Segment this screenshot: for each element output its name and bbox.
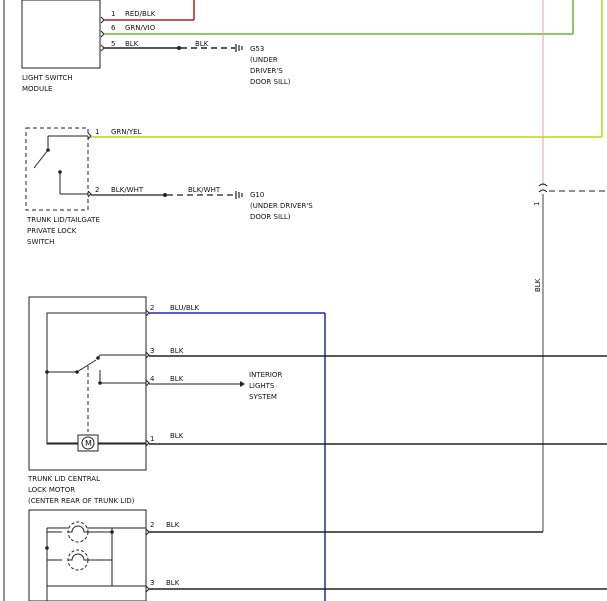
connector-number: 1: [533, 202, 541, 206]
wire-label: BLK: [166, 521, 180, 529]
pin-number: 3: [150, 579, 154, 587]
ground-loc-2: DOOR SILL): [250, 213, 291, 221]
light-switch-title-2: MODULE: [22, 85, 52, 93]
lamp-box: [28, 509, 147, 601]
switch-blade: [76, 359, 97, 373]
pin-number: 2: [150, 521, 154, 529]
wire-label: GRN/VIO: [125, 24, 156, 32]
trunk-switch-title-2: PRIVATE LOCK: [27, 227, 77, 235]
connector-terminal: [87, 132, 92, 140]
light-switch-module: LIGHT SWITCH MODULE 1 RED/BLK 6 GRN/VIO …: [21, 0, 574, 93]
interior-lights-3: SYSTEM: [249, 393, 277, 401]
light-switch-box: [21, 0, 101, 69]
motor-symbol: M: [85, 439, 92, 448]
inline-connector: [538, 183, 548, 193]
pin-number: 2: [95, 186, 99, 194]
ground-name: G53: [250, 45, 264, 53]
junction-dot: [110, 530, 114, 534]
wire-label: RED/BLK: [125, 10, 156, 18]
wire-label: BLU/BLK: [170, 304, 200, 312]
trunk-switch-title-1: TRUNK LID/TAILGATE: [26, 216, 100, 224]
junction-dot: [45, 546, 49, 550]
junction-dot: [98, 381, 102, 385]
wire-label: BLK: [170, 432, 184, 440]
wire-label: GRN/YEL: [111, 128, 142, 136]
wire-label: BLK: [170, 347, 184, 355]
pin-number: 1: [111, 10, 115, 18]
connector-terminal: [145, 439, 150, 447]
trunk-lock-switch: TRUNK LID/TAILGATE PRIVATE LOCK SWITCH 1…: [25, 0, 603, 246]
vertical-wire-label: BLK: [534, 278, 542, 292]
ground-loc-1: (UNDER: [250, 56, 278, 64]
motor-title-1: TRUNK LID CENTRAL: [27, 475, 100, 483]
wire-label: BLK/WHT: [111, 186, 144, 194]
bulb-filament: [68, 525, 88, 533]
wire-label: BLK: [170, 375, 184, 383]
internal-wire: [97, 354, 101, 359]
pin-number: 1: [95, 128, 99, 136]
pin-number: 1: [150, 435, 154, 443]
pin-number: 3: [150, 347, 154, 355]
connector-terminal: [100, 16, 105, 24]
trunk-switch-title-3: SWITCH: [27, 238, 54, 246]
switch-contact: [46, 148, 50, 152]
splice-dot: [163, 193, 167, 197]
ground-loc-1: (UNDER DRIVER'S: [250, 202, 313, 210]
trunk-switch-box: [25, 127, 89, 211]
ground-loc-3: DOOR SILL): [250, 78, 291, 86]
ground-icon: [235, 191, 243, 199]
arrow-icon: [240, 381, 245, 387]
wire-label: BLK: [125, 40, 139, 48]
splice-dot: [177, 46, 181, 50]
interior-lights-1: INTERIOR: [249, 371, 282, 379]
connector-terminal: [100, 30, 105, 38]
ground-loc-2: DRIVER'S: [250, 67, 283, 75]
motor-title-3: (CENTER REAR OF TRUNK LID): [28, 497, 135, 505]
interior-lights-2: LIGHTS: [249, 382, 275, 390]
switch-blade: [33, 149, 49, 169]
pin-number: 5: [111, 40, 115, 48]
ground-wire-label: BLK/WHT: [188, 186, 221, 194]
connector-terminal: [87, 190, 92, 198]
trunk-lock-motor: TRUNK LID CENTRAL LOCK MOTOR (CENTER REA…: [27, 296, 607, 601]
pin-number: 4: [150, 375, 155, 383]
motor-title-2: LOCK MOTOR: [28, 486, 75, 494]
ground-name: G10: [250, 191, 264, 199]
ground-icon: [235, 44, 243, 52]
pin-number: 6: [111, 24, 116, 32]
motor-icon: [81, 436, 95, 450]
motor-inner-box: [46, 312, 147, 445]
connector-terminal: [145, 351, 150, 359]
lamp-assembly: 2 BLK 3 BLK: [28, 509, 607, 601]
light-switch-title-1: LIGHT SWITCH: [22, 74, 73, 82]
wire-label: BLK: [166, 579, 180, 587]
right-vertical-wires: 1 BLK: [533, 0, 607, 532]
pin-number: 2: [150, 304, 154, 312]
bulb-filament: [68, 553, 88, 561]
connector-terminal: [100, 44, 105, 52]
connector-terminal: [145, 379, 150, 387]
ground-wire-label: BLK: [195, 40, 209, 48]
